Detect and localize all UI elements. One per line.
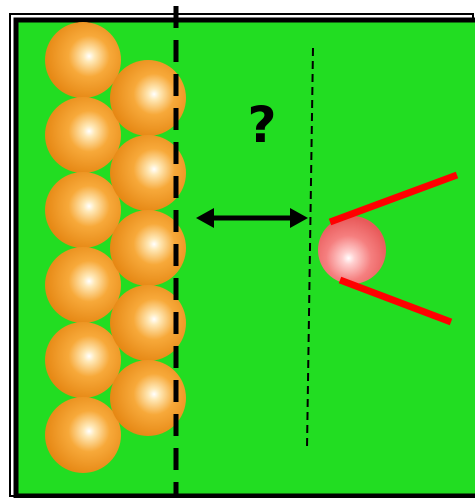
orange-ball: [45, 22, 121, 98]
orange-ball: [45, 97, 121, 173]
orange-ball: [45, 322, 121, 398]
orange-ball: [45, 247, 121, 323]
orange-ball: [45, 172, 121, 248]
question-mark: ?: [247, 96, 276, 154]
orange-ball: [45, 397, 121, 473]
pink-ball: [318, 216, 386, 284]
